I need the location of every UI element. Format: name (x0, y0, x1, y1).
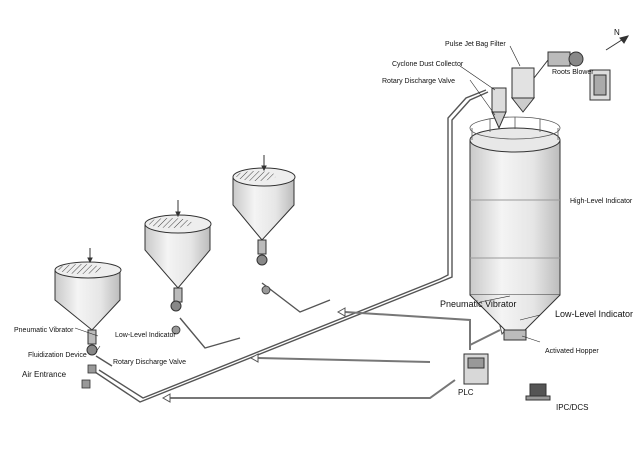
control-signal-lines (170, 311, 501, 399)
conveying-pipelines (94, 89, 489, 403)
roots-blower (533, 51, 584, 79)
north-marker-label: N (614, 28, 620, 37)
ipc-dcs-label: IPC/DCS (556, 403, 588, 412)
roots-blower-label: Roots Blower (552, 69, 594, 76)
cyclone-dust-collector-label: Cyclone Dust Collector (392, 61, 464, 68)
pneumatic-vibrator-left-label: Pneumatic Vibrator (14, 327, 74, 334)
activated-hopper-label: Activated Hopper (545, 348, 599, 355)
signal-arrowheads (161, 307, 508, 403)
storage-silo (469, 67, 561, 341)
feed-hopper-middle (144, 200, 212, 312)
air-entrance-label: Air Entrance (22, 370, 67, 379)
plc-label: PLC (458, 388, 474, 397)
pneumatic-vibrator-silo-label: Pneumatic Vibrator (440, 299, 516, 309)
control-cabinet (589, 69, 611, 101)
feed-hopper-left (54, 248, 122, 356)
ipc-computer (525, 383, 551, 401)
leader-lines (74, 45, 541, 353)
low-level-indicator-left-label: Low-Level Indicator (115, 332, 176, 339)
north-arrow (605, 35, 630, 51)
feed-hopper-right (232, 155, 296, 266)
rotary-discharge-valve-bottom-label: Rotary Discharge Valve (113, 359, 186, 366)
line-valves (81, 285, 271, 389)
plc-cabinet (463, 353, 489, 385)
pulse-jet-bag-filter-label: Pulse Jet Bag Filter (445, 41, 506, 48)
fluidization-device-label: Fluidization Device (28, 352, 87, 359)
rotary-discharge-valve-top-label: Rotary Discharge Valve (382, 78, 455, 85)
high-level-indicator-label: High-Level Indicator (570, 198, 633, 205)
low-level-indicator-silo-label: Low-Level Indicator (555, 309, 633, 319)
